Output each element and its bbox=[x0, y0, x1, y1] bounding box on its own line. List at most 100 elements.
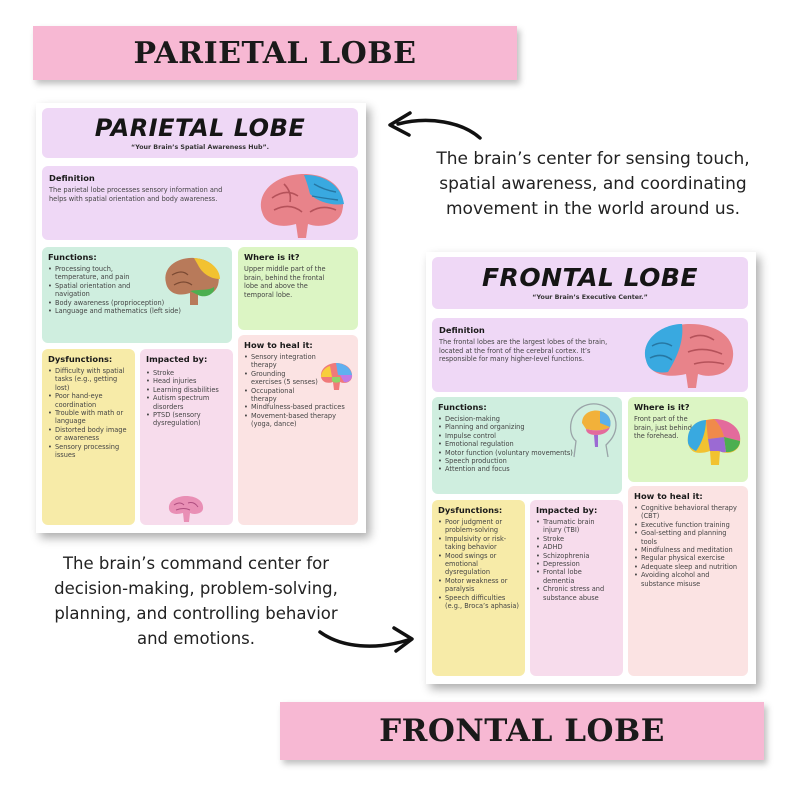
banner-parietal-lobe: PARIETAL LOBE bbox=[33, 26, 517, 80]
brain-icon bbox=[168, 496, 204, 522]
brain-icon bbox=[165, 257, 220, 305]
heal-box: How to heal it: Sensory integration ther… bbox=[238, 335, 358, 525]
list-item: Poor judgment or problem-solving bbox=[438, 518, 519, 535]
list-item: Executive function training bbox=[634, 521, 742, 530]
definition-heading: Definition bbox=[439, 325, 485, 335]
list-item: Schizophrenia bbox=[536, 552, 606, 561]
list-item: Emotional regulation bbox=[438, 440, 616, 449]
list-item: Spatial orientation and navigation bbox=[48, 282, 158, 299]
heal-box: How to heal it: Cognitive behavioral the… bbox=[628, 486, 748, 676]
dysfunctions-heading: Dysfunctions: bbox=[48, 354, 113, 364]
definition-text: The parietal lobe processes sensory info… bbox=[49, 186, 223, 203]
brain-icon bbox=[260, 174, 344, 238]
list-item: Impulsivity or risk-taking behavior bbox=[438, 535, 519, 552]
where-heading: Where is it? bbox=[244, 252, 300, 262]
heal-heading: How to heal it: bbox=[244, 340, 313, 350]
list-item: Depression bbox=[536, 560, 606, 569]
parietal-lobe-sheet: PARIETAL LOBE “Your Brain’s Spatial Awar… bbox=[36, 103, 366, 533]
where-heading: Where is it? bbox=[634, 402, 690, 412]
where-text: Front part of the brain, just behind the… bbox=[634, 415, 692, 441]
functions-heading: Functions: bbox=[48, 252, 97, 262]
curved-arrow-icon bbox=[318, 626, 414, 653]
definition-heading: Definition bbox=[49, 173, 95, 183]
list-item: Mood swings or emotional dysregulation bbox=[438, 552, 519, 577]
list-item: Speech production bbox=[438, 457, 616, 466]
dysfunctions-list: Poor judgment or problem-solving Impulsi… bbox=[438, 518, 519, 610]
brain-icon bbox=[644, 324, 734, 388]
where-text: Upper middle part of the brain, behind t… bbox=[244, 265, 326, 300]
list-item: Regular physical exercise bbox=[634, 554, 742, 563]
impacted-box: Impacted by: Traumatic brain injury (TBI… bbox=[530, 500, 623, 676]
list-item: Planning and organizing bbox=[438, 423, 616, 432]
list-item: ADHD bbox=[536, 543, 606, 552]
list-item: Learning disabilities bbox=[146, 386, 227, 395]
list-item: Movement-based therapy (yoga, dance) bbox=[244, 412, 348, 429]
functions-heading: Functions: bbox=[438, 402, 487, 412]
sheet-title: FRONTAL LOBE bbox=[481, 263, 699, 292]
dysfunctions-box: Dysfunctions: Difficulty with spatial ta… bbox=[42, 349, 135, 525]
dysfunctions-list: Difficulty with spatial tasks (e.g., get… bbox=[48, 367, 129, 459]
list-item: Sensory processing issues bbox=[48, 443, 129, 460]
list-item: Chronic stress and substance abuse bbox=[536, 585, 606, 602]
list-item: Cognitive behavioral therapy (CBT) bbox=[634, 504, 742, 521]
list-item: Adequate sleep and nutrition bbox=[634, 563, 742, 572]
sheet-subtitle: “Your Brain’s Spatial Awareness Hub”. bbox=[130, 144, 270, 151]
list-item: Motor function (voluntary movements) bbox=[438, 449, 616, 458]
list-item: Motor weakness or paralysis bbox=[438, 577, 519, 594]
list-item: Avoiding alcohol and substance misuse bbox=[634, 571, 742, 588]
definition-text: The frontal lobes are the largest lobes … bbox=[439, 338, 608, 364]
dysfunctions-heading: Dysfunctions: bbox=[438, 505, 503, 515]
impacted-box: Impacted by: Stroke Head injuries Learni… bbox=[140, 349, 233, 525]
banner-frontal-lobe: FRONTAL LOBE bbox=[280, 702, 764, 760]
impacted-heading: Impacted by: bbox=[146, 354, 208, 364]
rainbow-brain-icon bbox=[687, 419, 741, 465]
list-item: Mindfulness-based practices bbox=[244, 403, 348, 412]
list-item: Grounding exercises (5 senses) bbox=[244, 370, 318, 387]
where-box: Where is it? Front part of the brain, ju… bbox=[628, 397, 748, 482]
list-item: Processing touch, temperature, and pain bbox=[48, 265, 158, 282]
curved-arrow-icon bbox=[388, 111, 482, 140]
definition-box: Definition The frontal lobes are the lar… bbox=[432, 318, 748, 392]
title-box: FRONTAL LOBE “Your Brain’s Executive Cen… bbox=[432, 257, 748, 309]
caption-frontal: The brain’s command center for decision-… bbox=[54, 554, 338, 648]
title-box: PARIETAL LOBE “Your Brain’s Spatial Awar… bbox=[42, 108, 358, 158]
list-item: Mindfulness and meditation bbox=[634, 546, 742, 555]
list-item: Goal-setting and planning tools bbox=[634, 529, 742, 546]
definition-box: Definition The parietal lobe processes s… bbox=[42, 166, 358, 240]
functions-list: Decision-making Planning and organizing … bbox=[438, 415, 616, 474]
list-item: Autism spectrum disorders bbox=[146, 394, 227, 411]
sheet-title: PARIETAL LOBE bbox=[94, 114, 306, 142]
heal-list: Sensory integration therapy Grounding ex… bbox=[244, 353, 318, 403]
functions-list: Body awareness (proprioception) Language… bbox=[48, 299, 226, 316]
impacted-heading: Impacted by: bbox=[536, 505, 598, 515]
list-item: Occupational therapy bbox=[244, 387, 318, 404]
dysfunctions-box: Dysfunctions: Poor judgment or problem-s… bbox=[432, 500, 525, 676]
head-silhouette-icon bbox=[570, 403, 617, 458]
heal-list: Cognitive behavioral therapy (CBT) Execu… bbox=[634, 504, 742, 588]
list-item: Traumatic brain injury (TBI) bbox=[536, 518, 606, 535]
frontal-lobe-sheet: FRONTAL LOBE “Your Brain’s Executive Cen… bbox=[426, 252, 756, 684]
caption-parietal: The brain’s center for sensing touch, sp… bbox=[436, 149, 750, 219]
list-item: Decision-making bbox=[438, 415, 616, 424]
list-item: Frontal lobe dementia bbox=[536, 568, 606, 585]
list-item: Difficulty with spatial tasks (e.g., get… bbox=[48, 367, 129, 392]
list-item: Sensory integration therapy bbox=[244, 353, 318, 370]
list-item: Attention and focus bbox=[438, 465, 616, 474]
functions-box: Functions: Decision-making Planning and … bbox=[432, 397, 622, 494]
list-item: Impulse control bbox=[438, 432, 616, 441]
list-item: Language and mathematics (left side) bbox=[48, 307, 198, 316]
list-item: Stroke bbox=[146, 369, 227, 378]
list-item: Poor hand-eye coordination bbox=[48, 392, 129, 409]
sheet-subtitle: “Your Brain’s Executive Center.” bbox=[532, 294, 648, 301]
functions-box: Functions: Processing touch, temperature… bbox=[42, 247, 232, 343]
list-item: Stroke bbox=[536, 535, 606, 544]
impacted-list: Traumatic brain injury (TBI) Stroke ADHD… bbox=[536, 518, 606, 602]
functions-list: Processing touch, temperature, and pain … bbox=[48, 265, 158, 299]
where-box: Where is it? Upper middle part of the br… bbox=[238, 247, 358, 330]
rainbow-brain-icon bbox=[320, 363, 353, 390]
list-item: Trouble with math or language bbox=[48, 409, 129, 426]
list-item: Speech difficulties (e.g., Broca’s aphas… bbox=[438, 594, 519, 611]
list-item: Distorted body image or awareness bbox=[48, 426, 129, 443]
heal-list: Mindfulness-based practices Movement-bas… bbox=[244, 403, 348, 428]
list-item: Head injuries bbox=[146, 377, 227, 386]
